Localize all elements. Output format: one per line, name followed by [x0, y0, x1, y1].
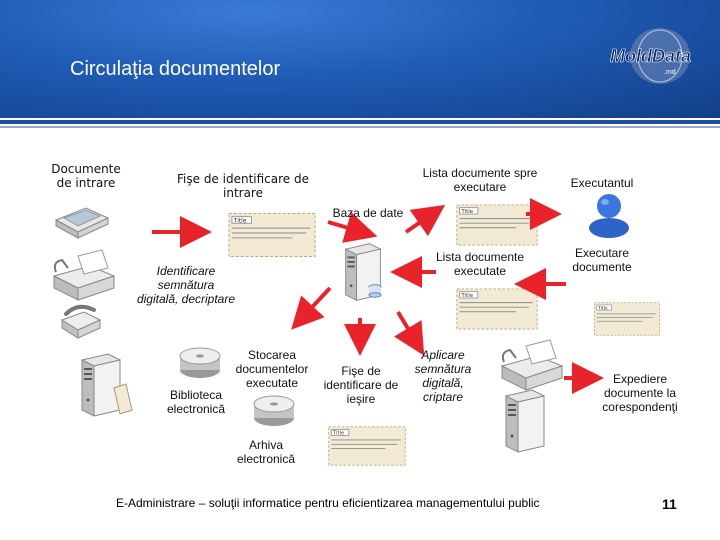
molddata-logo: MoldData .md — [610, 28, 691, 84]
slide-title: Circulaţia documentelor — [70, 58, 281, 80]
label-executare-documente: Executare documente — [572, 246, 632, 274]
label-baza-de-date: Baza de date — [332, 206, 404, 220]
slide-header — [0, 0, 720, 118]
label-documente-intrare: Documente de intrare — [51, 162, 121, 190]
label-expediere-documente: Expediere documente la corespondenţi — [602, 372, 678, 414]
page-number: 11 — [662, 496, 677, 512]
label-executantul: Executantul — [570, 176, 634, 190]
label-aplicare-semnatura: Aplicare semnătura digitală, criptare — [414, 348, 472, 404]
database-cylinder-icon — [368, 284, 382, 298]
label-biblioteca-electronica: Biblioteca electronică — [166, 388, 226, 416]
label-lista-spre-executare: Lista documente spre executare — [422, 166, 538, 194]
label-arhiva-electronica: Arhiva electronică — [236, 438, 296, 466]
label-fise-iesire: Fişe de identificare de ieşire — [323, 364, 399, 406]
input-doc-icon — [113, 383, 133, 415]
header-divider — [0, 120, 720, 124]
logo-text: MoldData — [610, 46, 691, 66]
header-divider-thin — [0, 126, 720, 128]
logo-sub: .md — [664, 69, 676, 76]
label-fise-intrare: Fişe de identificare de intrare — [177, 172, 309, 200]
label-stocarea-documentelor: Stocarea documentelor executate — [235, 348, 309, 390]
label-identificare-semnatura: Identificare semnătura digitală, decript… — [136, 264, 236, 306]
label-lista-executate: Lista documente executate — [435, 250, 525, 278]
footer-text: E-Administrare – soluţii informatice pen… — [116, 496, 540, 510]
